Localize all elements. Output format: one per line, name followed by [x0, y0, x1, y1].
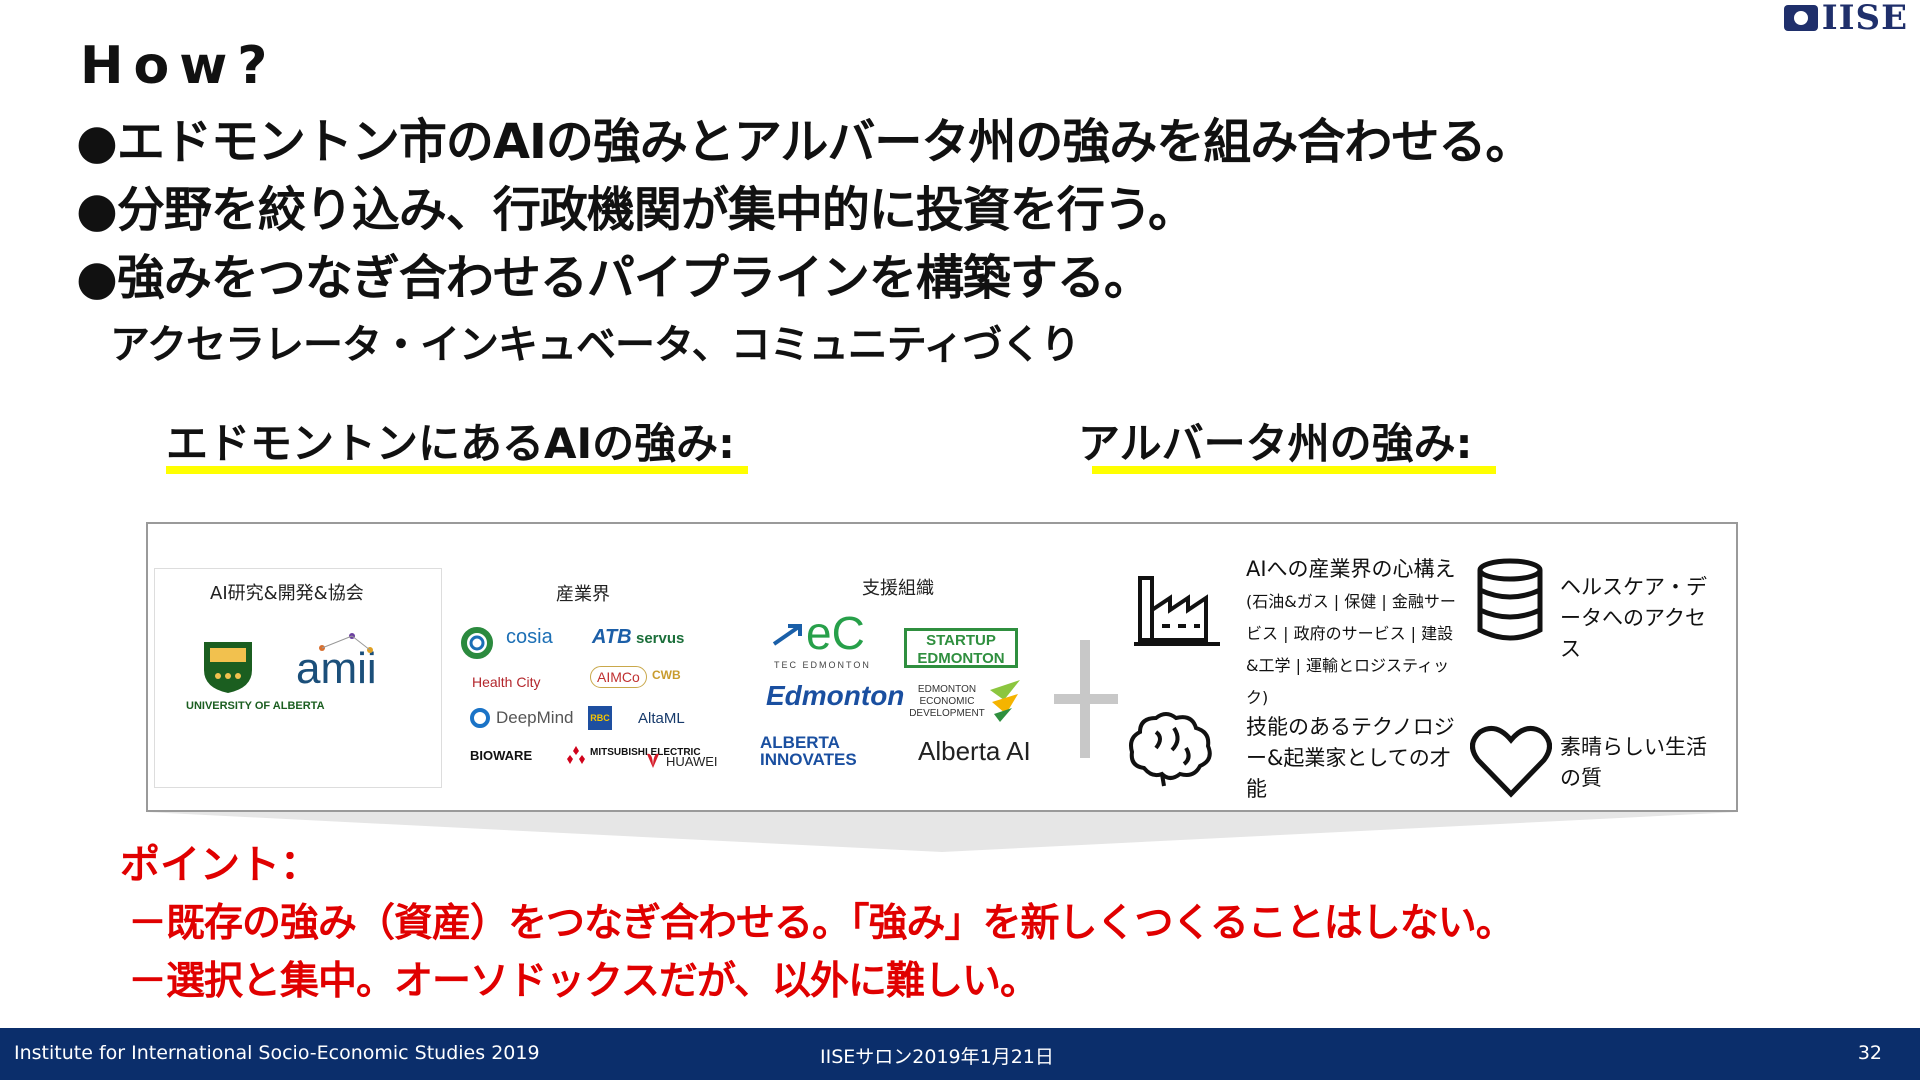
iise-logo-text: IISE — [1821, 0, 1908, 38]
mitsubishi-diamonds-icon — [566, 746, 586, 764]
amii-dots-icon — [316, 630, 376, 656]
eedc-leaves-icon — [990, 680, 1020, 722]
left-heading-underline — [166, 466, 748, 474]
iise-logo: IISE — [1783, 0, 1908, 38]
bioware-logo: BIOWARE — [470, 748, 533, 763]
alberta-innovates-logo: ALBERTA INNOVATES — [760, 733, 857, 769]
edmonton-logo: Edmonton — [766, 680, 905, 711]
panel-shadow-wedge — [146, 812, 1738, 852]
plus-separator-icon — [1054, 640, 1118, 758]
mitsubishi-logo: MITSUBISHI ELECTRIC — [590, 748, 701, 758]
ualberta-crest-icon — [200, 640, 256, 694]
cosia-logo: cosia — [506, 626, 553, 648]
factory-icon — [1130, 566, 1226, 654]
bullet-1: ●エドモントン市のAIの強みとアルバータ州の強みを組み合わせる。 — [76, 114, 1533, 170]
tec-ec-logo: eC — [806, 607, 865, 659]
atb-logo: ATB — [592, 626, 632, 648]
deepmind-logo: DeepMind — [496, 708, 574, 727]
point-line-2: －選択と集中。オーソドックスだが、以外に難しい。 — [128, 959, 1039, 1004]
tec-edmonton-text: TEC EDMONTON — [774, 660, 871, 670]
strength-industry-text: AIへの産業界の心構え (石油&ガス | 保健 | 金融サービス | 政府のサー… — [1246, 554, 1456, 713]
huawei-petal-icon — [644, 752, 662, 768]
research-group — [154, 568, 442, 788]
sub-line: アクセラレータ・インキュベータ、コミュニティづくり — [110, 322, 1080, 368]
footer-bar: Institute for International Socio-Econom… — [0, 1028, 1920, 1080]
startup-edmonton-logo: STARTUP EDMONTON — [904, 628, 1018, 668]
page-number: 32 — [1857, 1042, 1882, 1064]
brain-icon — [1126, 708, 1216, 788]
rbc-logo: RBC — [588, 706, 612, 730]
strength-talent: 技能のあるテクノロジー&起業家としての才能 — [1246, 715, 1455, 801]
eedc-logo: EDMONTON ECONOMIC DEVELOPMENT — [909, 684, 985, 719]
health-city-logo: Health City — [472, 674, 541, 690]
strength-industry-main: AIへの産業界の心構え — [1246, 557, 1456, 581]
slide-title: How? — [80, 36, 278, 96]
right-heading-underline — [1092, 466, 1496, 474]
footer-event-date: IISEサロン2019年1月21日 — [820, 1046, 1054, 1068]
cwb-logo: CWB — [652, 668, 681, 682]
bullet-2: ●分野を絞り込み、行政機関が集中的に投資を行う。 — [76, 182, 1196, 238]
point-line-1: －既存の強み（資産）をつなぎ合わせる。「強み」を新しくつくることはしない。 — [128, 901, 1515, 946]
industry-group-label: 産業界 — [556, 584, 610, 605]
strength-quality-of-life: 素晴らしい生活の質 — [1560, 735, 1707, 790]
left-heading: エドモントンにあるAIの強み: — [166, 419, 735, 468]
footer-institute: Institute for International Socio-Econom… — [14, 1042, 540, 1064]
tec-arrow-icon — [770, 620, 804, 648]
strength-health-data: ヘルスケア・データへのアクセス — [1560, 575, 1707, 661]
database-icon — [1474, 558, 1546, 642]
ualberta-logo-text: UNIVERSITY OF ALBERTA — [186, 700, 325, 712]
heart-icon — [1470, 724, 1552, 798]
right-heading: アルバータ州の強み: — [1078, 419, 1473, 468]
cosia-ring-icon — [460, 626, 494, 660]
alberta-ai-logo: Alberta AI — [918, 736, 1031, 766]
servus-logo: servus — [636, 630, 685, 647]
support-group-label: 支援組織 — [862, 578, 934, 599]
iise-logo-mark — [1783, 5, 1818, 31]
research-group-label: AI研究&開発&協会 — [210, 583, 364, 604]
deepmind-icon — [470, 708, 490, 728]
point-label: ポイント： — [120, 842, 320, 888]
altaml-logo: AltaML — [638, 710, 685, 727]
huawei-logo: HUAWEI — [666, 754, 718, 769]
bullet-3: ●強みをつなぎ合わせるパイプラインを構築する。 — [76, 250, 1152, 306]
strength-industry-detail: (石油&ガス | 保健 | 金融サービス | 政府のサービス | 建設&工学 |… — [1246, 592, 1456, 707]
amii-logo: amii — [296, 644, 377, 693]
aimco-logo: AIMCo — [590, 666, 647, 688]
